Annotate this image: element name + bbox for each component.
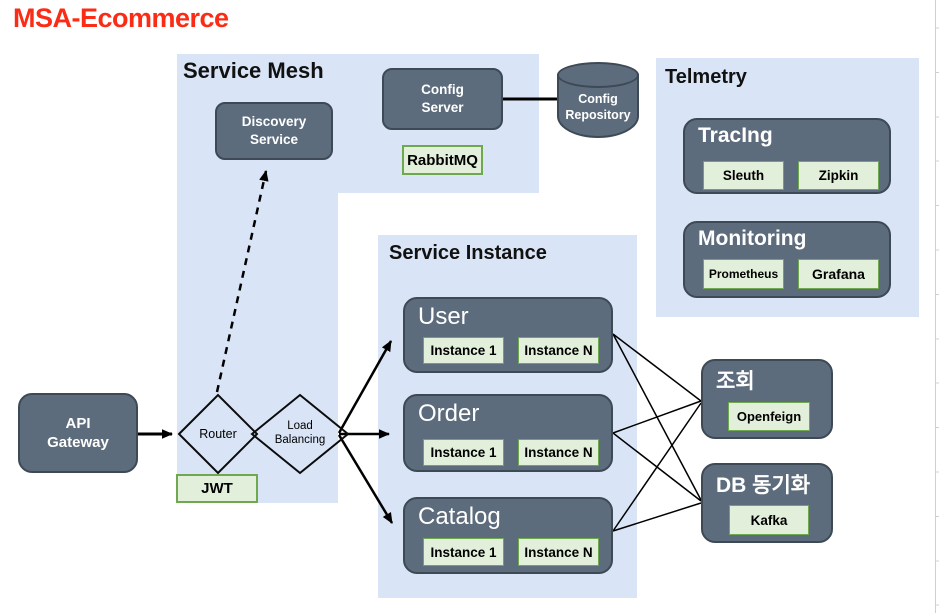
link-catalog-query — [612, 402, 702, 532]
monitoring-group: Monitoring Prometheus Grafana — [683, 221, 891, 298]
load-balancing-diamond — [250, 393, 350, 475]
grafana-tag: Grafana — [798, 259, 879, 289]
load-balancing-label: Load Balancing — [274, 420, 326, 446]
db-sync-title: DB 동기화 — [716, 474, 811, 497]
service-mesh-label: Service Mesh — [183, 58, 324, 83]
user-service-title: User — [418, 303, 469, 330]
instance-tag: Instance 1 — [423, 439, 504, 466]
instance-tag: Instance N — [518, 439, 599, 466]
dashed-arrow-router-to-discovery — [215, 170, 269, 393]
zipkin-tag: Zipkin — [798, 161, 879, 190]
openfeign-tag: Openfeign — [728, 402, 810, 431]
query-group: 조회 Openfeign — [701, 359, 833, 439]
link-order-query — [612, 400, 702, 434]
arrow-lb-to-catalog — [337, 434, 394, 524]
instance-tag: Instance 1 — [423, 337, 504, 364]
page-title: MSA-Ecommerce — [13, 3, 229, 33]
order-service-title: Order — [418, 400, 480, 427]
jwt-tag: JWT — [176, 474, 258, 503]
config-server-node: Config Server — [382, 68, 503, 130]
sleuth-tag: Sleuth — [703, 161, 784, 190]
spreadsheet-gridline — [935, 0, 939, 613]
tracing-group: TracIng Sleuth Zipkin — [683, 118, 891, 194]
config-repository-cylinder-top — [557, 62, 639, 88]
prometheus-tag: Prometheus — [703, 259, 784, 289]
service-instance-label: Service Instance — [389, 242, 547, 264]
instance-tag: Instance N — [518, 538, 599, 566]
router-label: Router — [199, 427, 237, 441]
catalog-service-title: Catalog — [418, 503, 501, 530]
instance-tag: Instance N — [518, 337, 599, 364]
instance-tag: Instance 1 — [423, 538, 504, 566]
tracing-title: TracIng — [698, 124, 773, 147]
db-sync-group: DB 동기화 Kafka — [701, 463, 833, 543]
link-catalog-dbsync — [612, 502, 702, 532]
monitoring-title: Monitoring — [698, 227, 807, 250]
kafka-tag: Kafka — [729, 505, 809, 535]
order-service-group: Order Instance 1 Instance N — [403, 394, 613, 472]
telemetry-label: Telmetry — [665, 66, 747, 88]
router-diamond — [177, 393, 259, 475]
discovery-service-node: Discovery Service — [215, 102, 333, 160]
link-user-query — [612, 333, 702, 402]
config-repository-label: Config Repository — [565, 92, 631, 122]
user-service-group: User Instance 1 Instance N — [403, 297, 613, 373]
rabbitmq-tag: RabbitMQ — [402, 145, 483, 175]
api-gateway-node: API Gateway — [18, 393, 138, 473]
arrow-lb-to-user — [337, 340, 393, 434]
catalog-service-group: Catalog Instance 1 Instance N — [403, 497, 613, 574]
query-title: 조회 — [716, 370, 755, 393]
